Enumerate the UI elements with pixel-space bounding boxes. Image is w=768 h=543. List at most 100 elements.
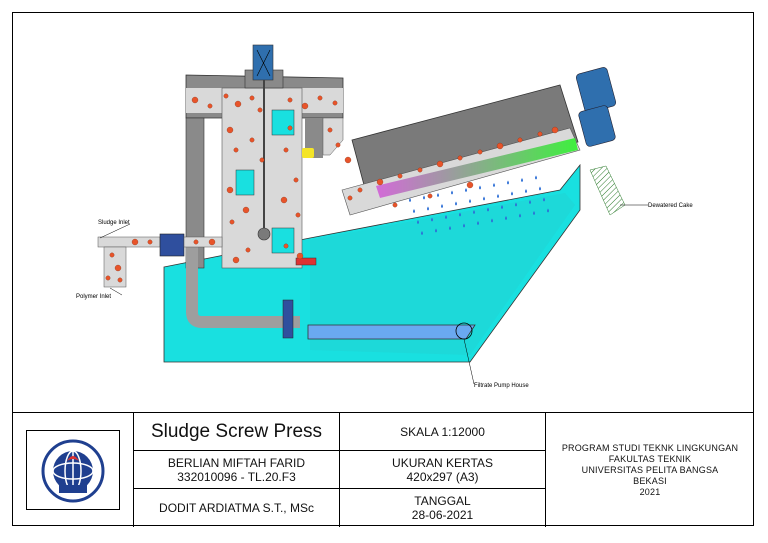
- sludge-inlet-leader: [99, 223, 131, 239]
- filtrate-droplet: [515, 202, 517, 207]
- date-value: 28-06-2021: [411, 508, 474, 522]
- sludge-particle: [327, 127, 333, 133]
- scale-text: SKALA 1:12000: [340, 413, 546, 451]
- pipe-valve: [282, 299, 294, 339]
- date-cell: TANGGAL 28-06-2021: [340, 489, 546, 527]
- filtrate-droplets: [409, 175, 549, 235]
- filtrate-droplet: [535, 175, 537, 180]
- sludge-particle: [105, 275, 111, 281]
- filtrate-droplet: [487, 207, 489, 212]
- university-globe-logo-icon: [41, 439, 104, 503]
- sludge-particle: [301, 102, 309, 110]
- filtrate-droplet: [427, 206, 429, 211]
- sludge-particle: [245, 247, 251, 253]
- sludge-particle: [457, 155, 463, 161]
- drawing-frame: [12, 12, 754, 526]
- filtrate-droplet: [409, 198, 411, 202]
- institution-line: BEKASI: [633, 475, 667, 486]
- sludge-particle: [193, 239, 199, 245]
- filtrate-droplet: [507, 180, 509, 185]
- filtrate-droplet: [501, 205, 503, 209]
- filtrate-pump-label: Filtrate Pump House: [474, 383, 529, 389]
- sludge-particle: [296, 252, 304, 260]
- filtrate-droplet: [417, 220, 419, 224]
- filtrate-droplet: [437, 193, 439, 197]
- filtrate-droplet: [435, 228, 437, 233]
- sludge-particle: [207, 103, 213, 109]
- filtrate-droplet: [421, 231, 423, 235]
- sludge-particle: [347, 195, 353, 201]
- date-label: TANGGAL: [414, 494, 471, 508]
- sludge-particle: [242, 206, 250, 214]
- sludge-particle: [392, 202, 398, 208]
- sludge-particle: [234, 100, 242, 108]
- sludge-particle: [417, 167, 423, 173]
- title-block: Sludge Screw Press BERLIAN MIFTAH FARID …: [12, 412, 754, 527]
- sludge-particle: [344, 156, 352, 164]
- sludge-particle: [287, 97, 293, 103]
- tank-inner-shade: [310, 193, 575, 355]
- sludge-particle: [226, 186, 234, 194]
- filtrate-droplet: [511, 191, 513, 196]
- filtrate-droplet: [469, 199, 471, 203]
- filtrate-droplet: [449, 226, 451, 230]
- institution-line: PROGRAM STUDI TEKNK LINGKUNGAN: [561, 442, 739, 453]
- sludge-particle: [496, 142, 504, 150]
- filtrate-droplet: [463, 223, 465, 228]
- sludge-particle: [208, 238, 216, 246]
- sludge-particle: [117, 277, 123, 283]
- sludge-particle: [131, 238, 139, 246]
- institution-line: UNIVERSITAS PELITA BANGSA: [581, 464, 719, 475]
- filtrate-droplet: [479, 185, 481, 190]
- sludge-particle: [293, 177, 299, 183]
- filtrate-pump-leader: [463, 338, 475, 385]
- filtrate-droplet: [543, 197, 545, 202]
- thickening-vessel: [185, 44, 344, 269]
- filtrate-channel: [307, 324, 476, 340]
- sludge-inlet-label: Sludge Inlet: [98, 220, 130, 226]
- sludge-particle: [376, 178, 384, 186]
- filtrate-droplet: [477, 221, 479, 225]
- sludge-particles: [105, 93, 559, 283]
- sludge-particle: [436, 160, 444, 168]
- sludge-particle: [287, 125, 293, 131]
- sludge-particle: [232, 256, 240, 264]
- author-name: BERLIAN MIFTAH FARID: [167, 455, 306, 470]
- sludge-particle: [257, 107, 263, 113]
- sludge-particle: [191, 96, 199, 104]
- filtrate-droplet: [497, 194, 499, 198]
- sludge-particle: [249, 137, 255, 143]
- sludge-particle: [517, 137, 523, 143]
- author-cell: BERLIAN MIFTAH FARID 332010096 - TL.20.F…: [134, 451, 340, 489]
- filtrate-droplet: [525, 189, 527, 193]
- sludge-particle: [147, 239, 153, 245]
- sludge-particle: [233, 147, 239, 153]
- filtrate-droplet: [459, 212, 461, 217]
- sludge-particle: [551, 126, 559, 134]
- filtrate-droplet: [445, 215, 447, 219]
- drawing-title: Sludge Screw Press: [134, 413, 340, 451]
- filtrate-droplet: [493, 183, 495, 187]
- filtrate-droplet: [423, 195, 425, 200]
- filtrate-droplet: [483, 196, 485, 201]
- sludge-particle: [259, 157, 265, 163]
- sludge-particle: [357, 187, 363, 193]
- logo-cell: [12, 413, 134, 527]
- filtrate-droplet: [521, 178, 523, 182]
- paper-size-cell: UKURAN KERTAS 420x297 (A3): [340, 451, 546, 489]
- filtrate-droplet: [413, 209, 415, 213]
- sludge-particle: [283, 243, 289, 249]
- sludge-particle: [317, 95, 323, 101]
- institution-line: 2021: [639, 486, 661, 497]
- sludge-particle: [280, 196, 288, 204]
- sludge-particle: [229, 219, 235, 225]
- sludge-particle: [223, 93, 229, 99]
- sludge-particle: [427, 193, 433, 199]
- sludge-particle: [477, 149, 483, 155]
- filtrate-droplet: [539, 186, 541, 191]
- sludge-particle: [114, 264, 122, 272]
- filtrate-droplet: [451, 190, 453, 195]
- filtrate-droplet: [547, 208, 549, 213]
- author-id: 332010096 - TL.20.F3: [177, 469, 296, 484]
